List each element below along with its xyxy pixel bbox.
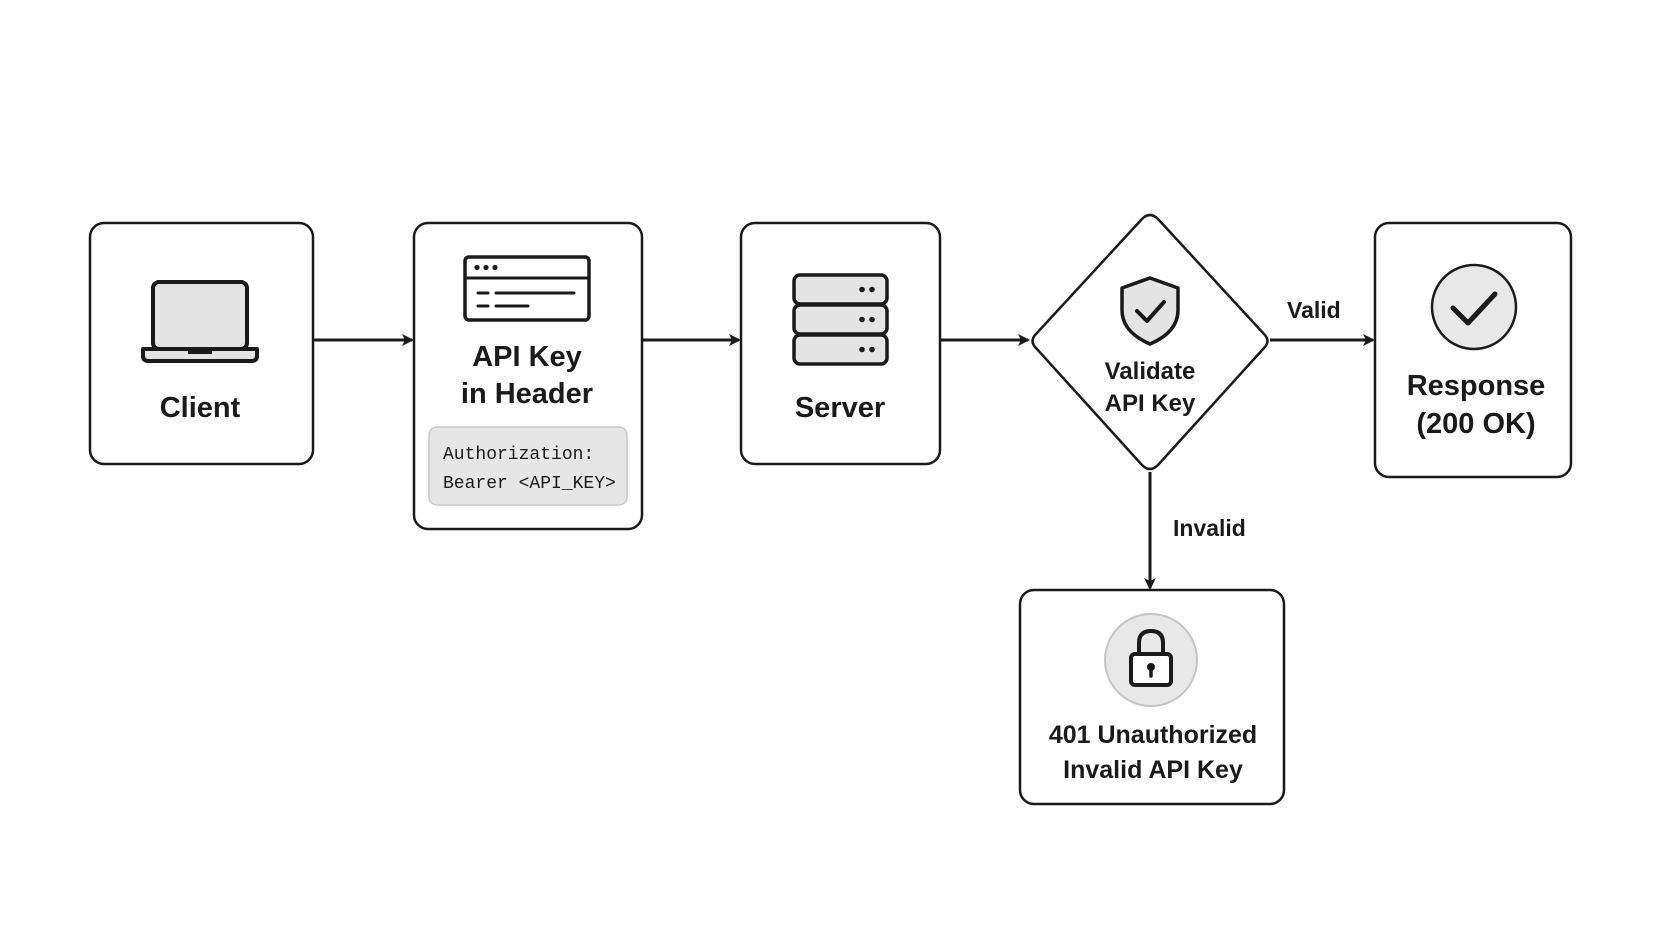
- check-circle-icon: [1430, 263, 1518, 351]
- unauthorized-label-line2: Invalid API Key: [1063, 756, 1243, 784]
- api-key-header-label-line2: in Header: [461, 378, 593, 410]
- edge-label-invalid: Invalid: [1173, 515, 1246, 541]
- client-label: Client: [160, 392, 241, 424]
- code-line-bearer: Bearer <API_KEY>: [443, 474, 616, 494]
- server-label: Server: [795, 392, 885, 424]
- edge-label-valid: Valid: [1287, 297, 1341, 323]
- laptop-icon: [141, 280, 259, 363]
- server-rack-icon: [792, 273, 889, 366]
- validate-label-line1: Validate: [1105, 358, 1196, 385]
- authorization-code-block: Authorization: Bearer <API_KEY>: [428, 426, 628, 506]
- shield-check-icon: [1120, 276, 1180, 346]
- api-key-header-label-line1: API Key: [472, 341, 582, 373]
- unauthorized-label-line1: 401 Unauthorized: [1049, 721, 1257, 749]
- validate-api-key-decision: Validate API Key: [1031, 213, 1269, 471]
- client-node: Client: [88, 221, 315, 466]
- lock-icon: [1104, 613, 1198, 707]
- unauthorized-node: 401 Unauthorized Invalid API Key: [1018, 588, 1286, 806]
- response-node: Response (200 OK): [1373, 221, 1573, 479]
- browser-window-icon: [463, 255, 591, 322]
- response-label-line2: (200 OK): [1416, 408, 1535, 440]
- api-key-header-node: API Key in Header Authorization: Bearer …: [412, 221, 644, 531]
- validate-label-line2: API Key: [1105, 390, 1196, 417]
- server-node: Server: [739, 221, 942, 466]
- response-label-line1: Response: [1407, 370, 1546, 402]
- code-line-authorization: Authorization:: [443, 445, 594, 465]
